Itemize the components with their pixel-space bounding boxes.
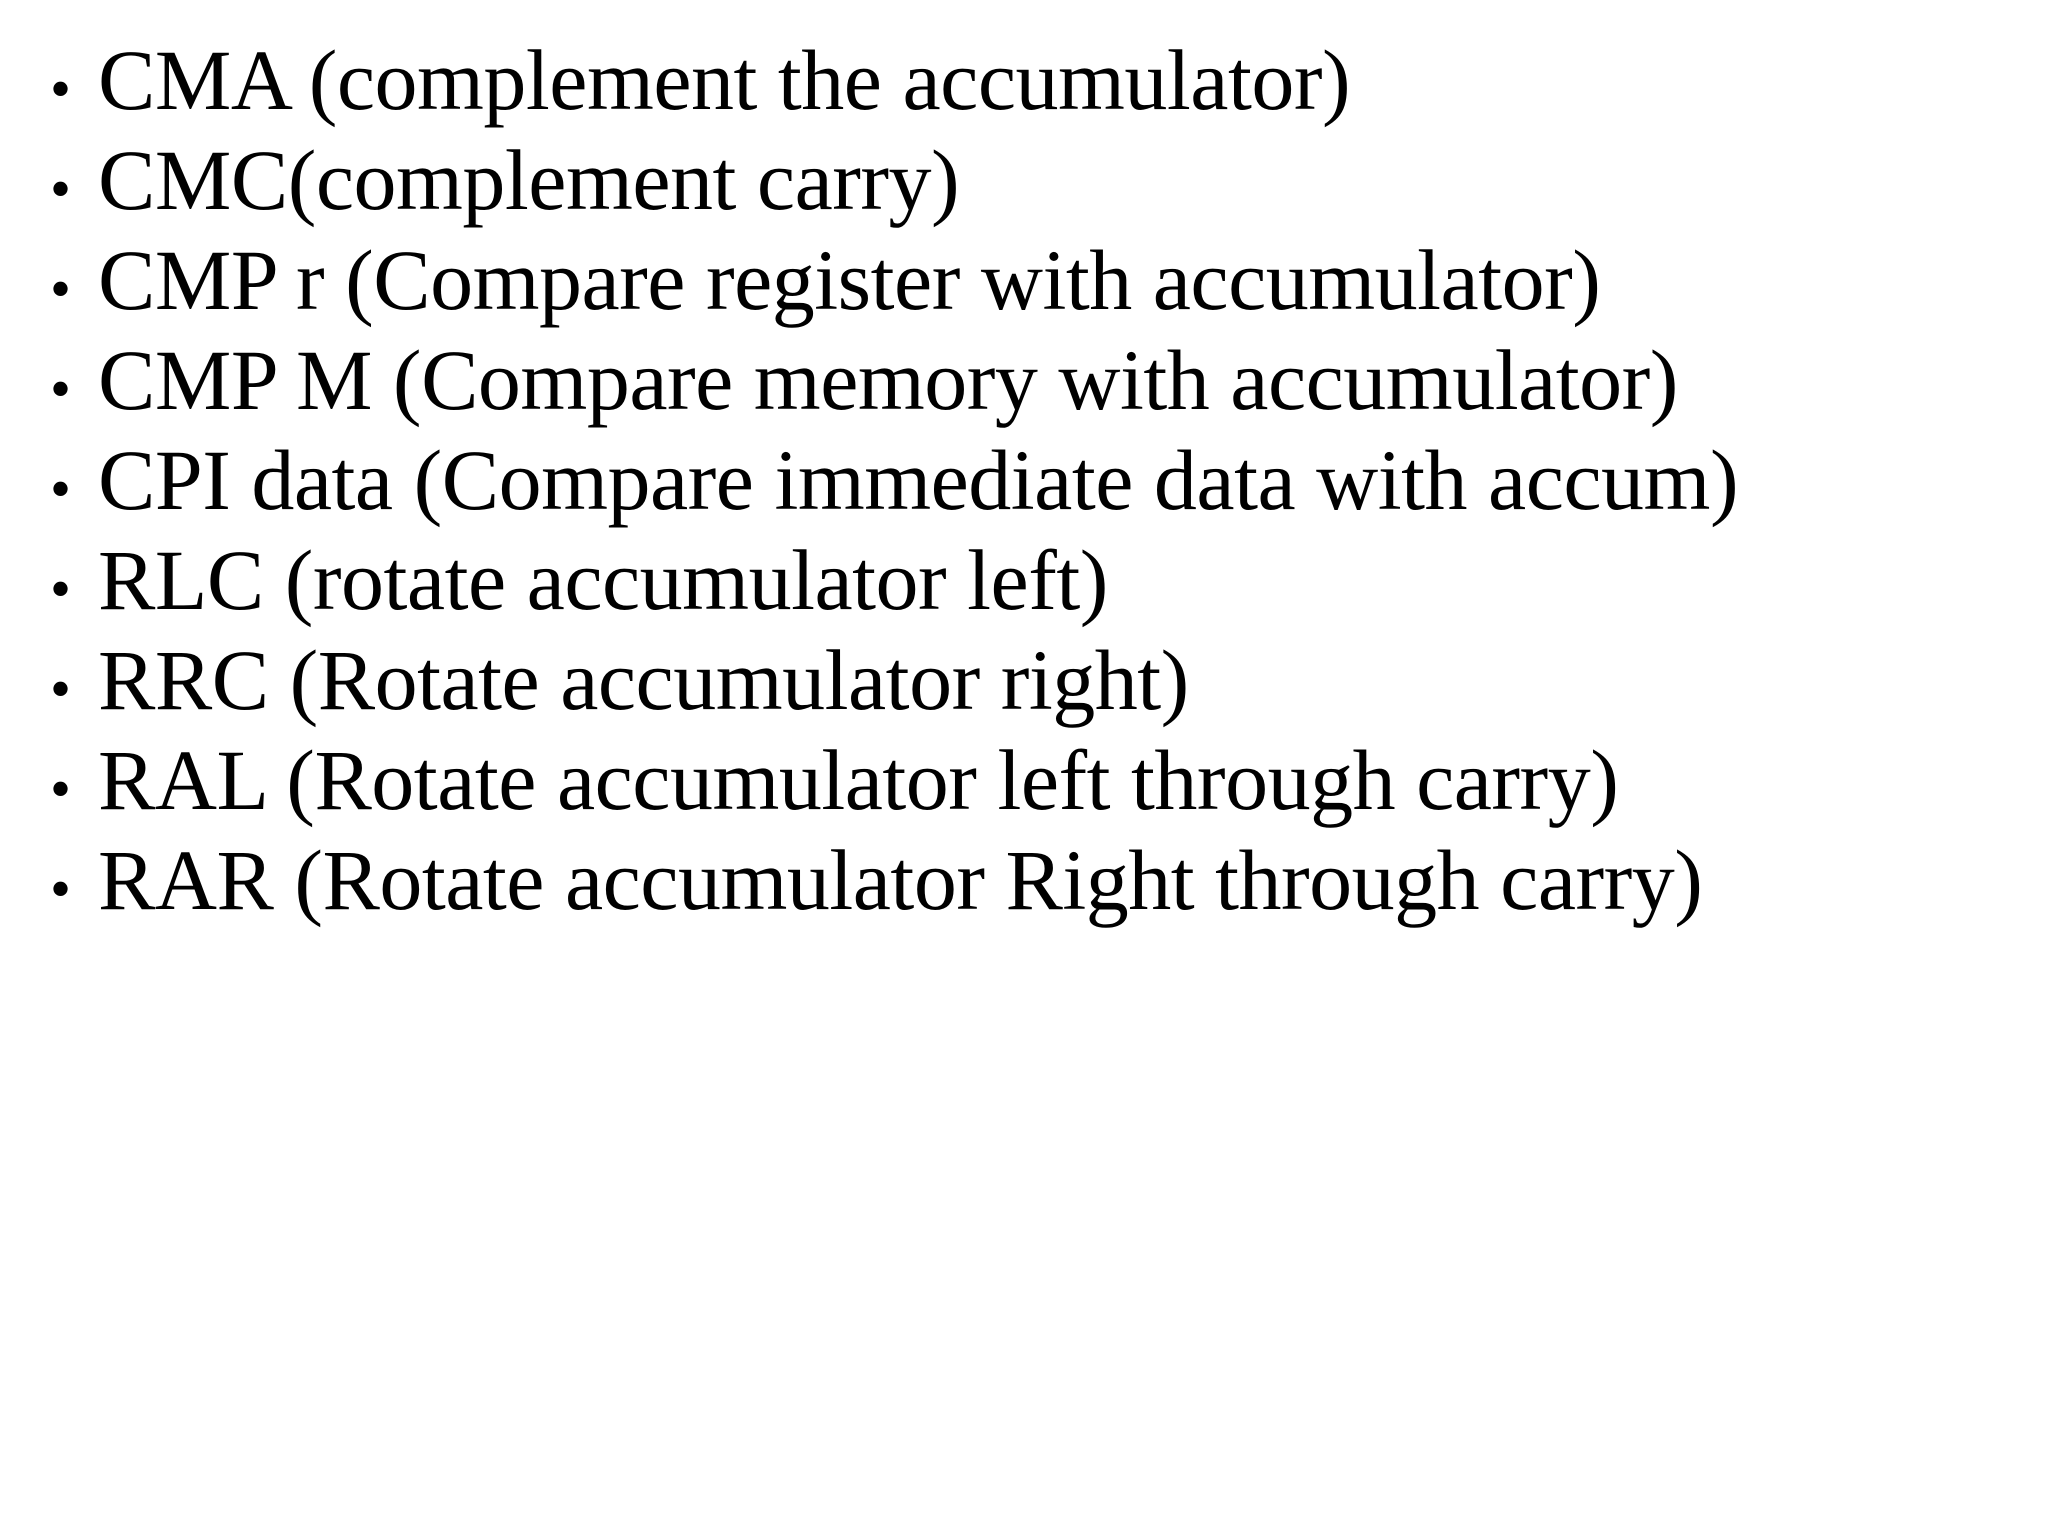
list-item-label: RAL (Rotate accumulator left through car… [98,732,1619,828]
list-item-label: CMP M (Compare memory with accumulator) [98,332,1678,428]
list-item-label: CMP r (Compare register with accumulator… [98,232,1601,328]
list-item[interactable]: • CMC(complement carry) [0,130,2020,230]
list-item-label: CMA (complement the accumulator) [98,32,1351,128]
bullet-point-icon: • [50,56,72,122]
list-item-label: RRC (Rotate accumulator right) [98,632,1189,728]
list-item[interactable]: • RAL (Rotate accumulator left through c… [0,730,2020,830]
bullet-point-icon: • [50,356,72,422]
bullet-point-icon: • [50,756,72,822]
bullet-point-icon: • [50,556,72,622]
list-item[interactable]: • RAR (Rotate accumulator Right through … [0,830,2020,930]
bullet-point-icon: • [50,856,72,922]
bullet-point-icon: • [50,256,72,322]
bullet-point-icon: • [50,456,72,522]
list-item-label: CPI data (Compare immediate data with ac… [98,432,1739,528]
bullet-point-icon: • [50,656,72,722]
list-item[interactable]: • CMP r (Compare register with accumulat… [0,230,2020,330]
list-item-label: CMC(complement carry) [98,132,960,228]
list-item-label: RAR (Rotate accumulator Right through ca… [98,832,1703,928]
list-item-label: RLC (rotate accumulator left) [98,532,1108,628]
list-item[interactable]: • CMP M (Compare memory with accumulator… [0,330,2020,430]
instruction-bullet-list: • CMA (complement the accumulator) • CMC… [0,30,2020,930]
bullet-point-icon: • [50,156,72,222]
list-item[interactable]: • RRC (Rotate accumulator right) [0,630,2020,730]
list-item[interactable]: • CPI data (Compare immediate data with … [0,430,2020,530]
list-item[interactable]: • CMA (complement the accumulator) [0,30,2020,130]
list-item[interactable]: • RLC (rotate accumulator left) [0,530,2020,630]
